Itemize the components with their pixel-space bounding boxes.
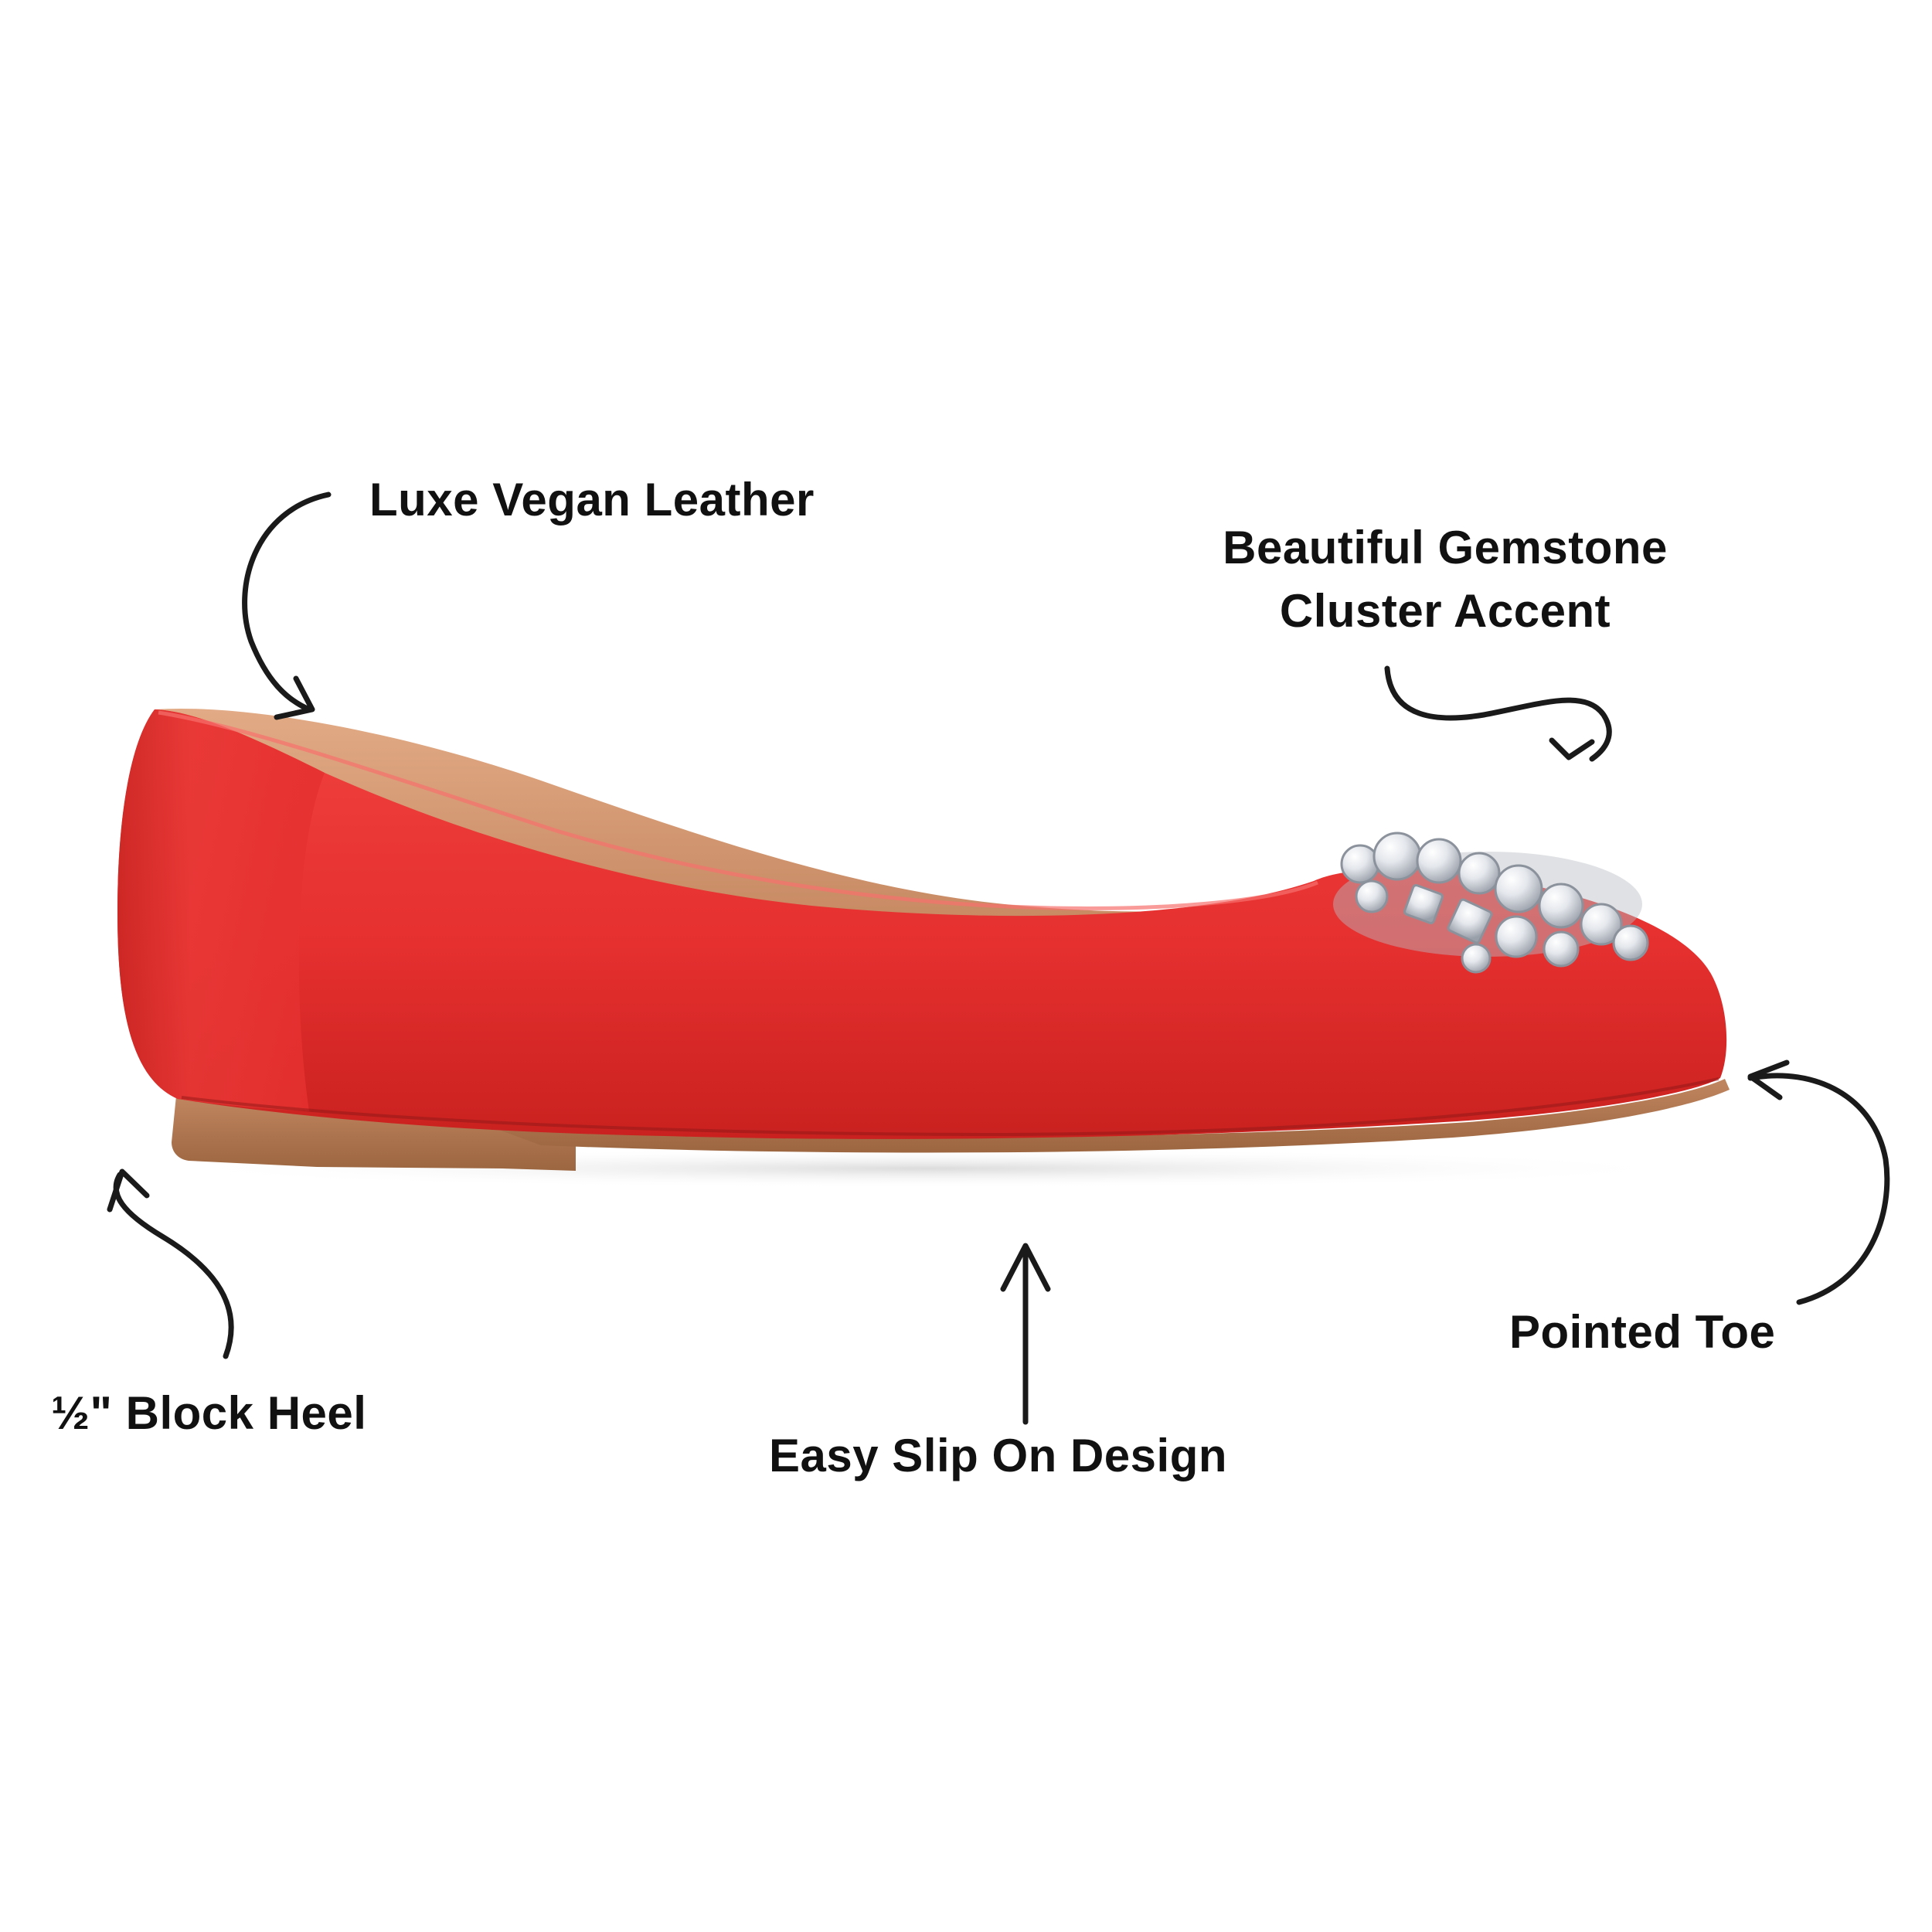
- label-block-heel: ½" Block Heel: [51, 1387, 367, 1439]
- arrow-heel-icon: [107, 1168, 234, 1359]
- sole-welt: [181, 1077, 1719, 1137]
- collar-edge: [158, 710, 1318, 910]
- label-easy-slip-on: Easy Slip On Design: [769, 1430, 1228, 1481]
- gemstone-cluster: [1333, 832, 1649, 974]
- shoe-lining: [155, 708, 1329, 944]
- arrow-gemstone-icon: [1384, 665, 1612, 762]
- label-gemstone-line-2: Cluster Accent: [1279, 585, 1611, 637]
- outsole: [495, 1079, 1730, 1153]
- shoe-upper: [117, 709, 1727, 1139]
- arrow-slip-on-icon: [1000, 1243, 1051, 1425]
- label-pointed-toe: Pointed Toe: [1509, 1306, 1776, 1358]
- label-gemstone-cluster: Beautiful Gemstone Cluster Accent: [1175, 516, 1716, 643]
- arrow-leather-icon: [242, 492, 332, 720]
- label-luxe-vegan-leather: Luxe Vegan Leather: [369, 474, 815, 526]
- heel-counter: [117, 709, 325, 1111]
- arrow-toe-icon: [1747, 1060, 1890, 1305]
- label-gemstone-line-1: Beautiful Gemstone: [1223, 522, 1668, 573]
